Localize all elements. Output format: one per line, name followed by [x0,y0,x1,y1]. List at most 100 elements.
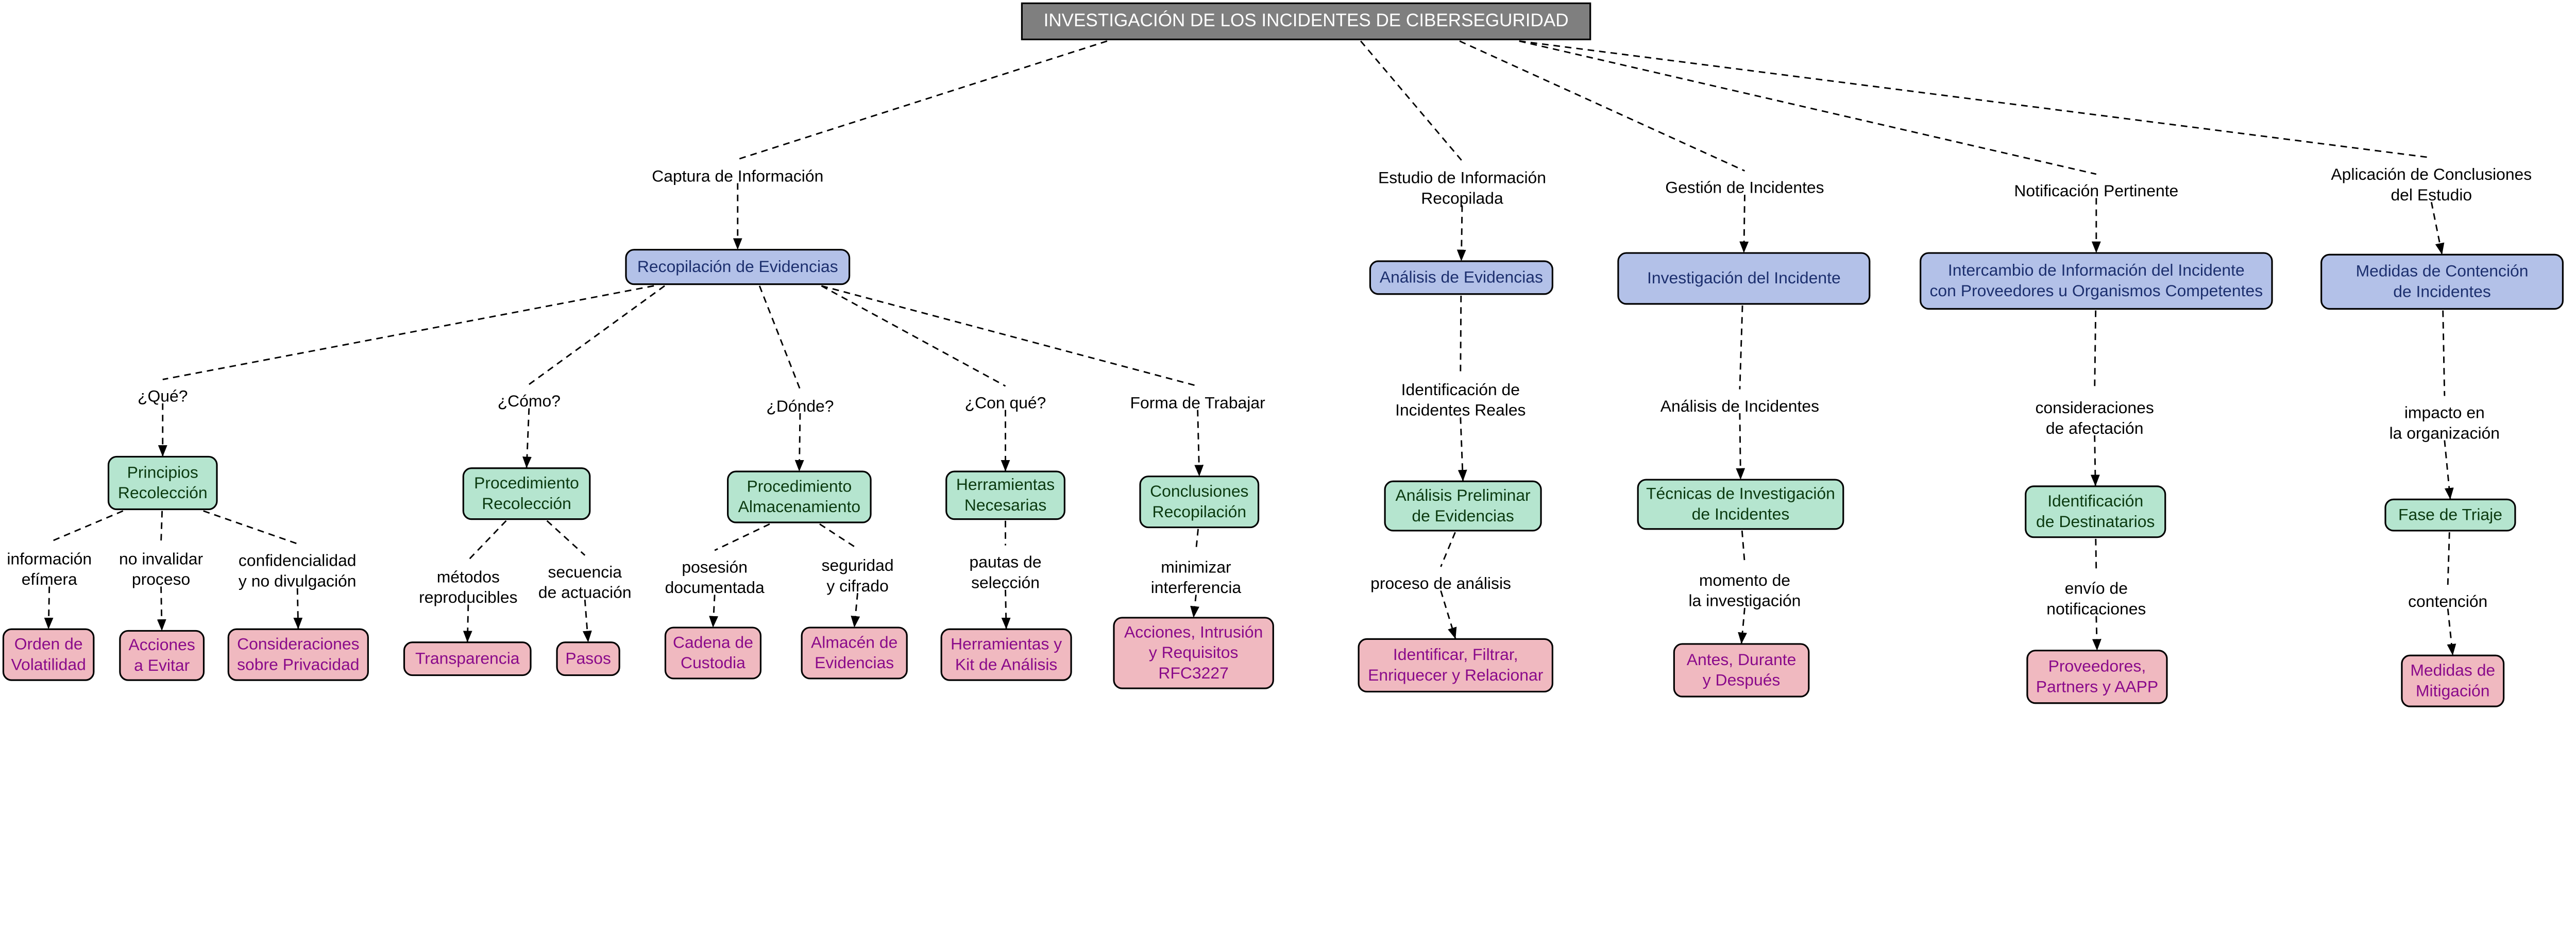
node-label-line: consideraciones [2035,398,2154,417]
concept-box[interactable] [1920,252,2273,310]
connector-p_momento-r_antes [1738,607,1747,645]
node-label-line: Orden de [14,634,83,653]
concept-r-transp[interactable]: Transparencia [403,641,532,676]
concept-box[interactable] [2401,654,2505,707]
concept-box[interactable] [1139,476,1260,529]
concept-box[interactable] [403,641,532,676]
connector-g_triaje-p_contencion [2447,532,2450,585]
connector-p_consid-g_destin [2090,435,2100,486]
concept-box[interactable] [1637,479,1844,530]
concept-nodes: INVESTIGACIÓN DE LOS INCIDENTES DE CIBER… [2,2,2564,707]
node-label-line: Captura de Información [652,166,823,185]
connector-g_anaprel-p_proceso [1440,532,1456,567]
concept-box[interactable] [945,470,1065,520]
concept-g-triaje[interactable]: Fase de Triaje [2384,498,2516,532]
phrase-background [1685,567,1804,608]
concept-r-identif[interactable]: Identificar, Filtrar,Enriquecer y Relaci… [1358,638,1553,693]
concept-box[interactable] [625,249,851,285]
concept-box[interactable] [1369,260,1553,295]
concept-box[interactable] [1617,252,1871,305]
concept-c-analisis[interactable]: Análisis de Evidencias [1369,260,1553,295]
connector-c_invest-p_anainc [1739,306,1743,389]
connector-p_secuencia-r_pasos [583,599,592,642]
concept-r-proveed[interactable]: Proveedores,Partners y AAPP [2026,650,2168,704]
concept-box[interactable] [2026,650,2168,704]
concept-box[interactable] [119,630,205,681]
concept-box[interactable] [1113,617,1274,689]
phrase-background [494,387,564,409]
concept-box[interactable] [1673,643,1810,698]
concept-box[interactable] [940,628,1072,681]
concept-box[interactable] [801,626,908,680]
node-label-line: Intercambio de Información del Incidente [1948,261,2245,279]
concept-box[interactable] [2384,498,2516,532]
concept-box[interactable] [1358,638,1553,693]
node-label-line: Conclusiones [1150,482,1248,500]
concept-box[interactable] [556,641,620,676]
connections [44,40,2456,656]
concept-c-recop[interactable]: Recopilación de Evidencias [625,249,851,285]
node-label-line: Análisis de Evidencias [1380,268,1543,286]
connector-g_principios-p_noinval [160,511,163,543]
node-label-line: Acciones, Intrusión [1124,622,1263,641]
connector-p_metodos-r_transp [463,604,472,642]
phrase-background [2043,575,2149,616]
node-label-line: Identificar, Filtrar, [1393,645,1518,664]
concept-c-invest[interactable]: Investigación del Incidente [1617,252,1871,305]
concept-box[interactable] [2,628,95,681]
node-label-line: Medidas de Contención [2356,262,2529,280]
concept-box[interactable] [107,455,218,511]
node-label-line: información [7,549,92,568]
concept-box[interactable] [727,470,872,523]
concept-box[interactable] [462,467,591,520]
node-label-line: y Requisitos [1149,643,1239,662]
concept-box[interactable] [2320,253,2564,310]
node-label-line: la organización [2389,423,2500,442]
node-label-line: Estudio de Información [1378,168,1546,187]
concept-box[interactable] [2025,485,2166,538]
concept-c-intercambio[interactable]: Intercambio de Información del Incidente… [1920,252,2273,310]
connector-root-p_aplic [1519,40,2432,159]
node-label-line: ¿Qué? [138,387,188,405]
phrase-background [1127,389,1269,410]
connector-root-p_gestion [1459,40,1745,172]
concept-box[interactable] [1021,2,1591,41]
linking-phrase-p-contencion: contención [2404,588,2491,611]
concept-box[interactable] [664,626,762,680]
node-label-line: Consideraciones [237,634,359,653]
concept-r-pasos[interactable]: Pasos [556,641,620,676]
linking-phrase-p-captura: Captura de Información [648,162,827,185]
concept-box[interactable] [1384,480,1542,532]
node-label-line: INVESTIGACIÓN DE LOS INCIDENTES DE CIBER… [1044,10,1569,30]
node-label-line: interferencia [1151,578,1242,597]
node-label-line: selección [971,573,1040,592]
concept-box[interactable] [227,628,369,681]
connector-g_concl-p_minimizar [1195,529,1199,551]
concept-root[interactable]: INVESTIGACIÓN DE LOS INCIDENTES DE CIBER… [1021,2,1591,41]
node-label-line: Cadena de [673,633,753,651]
